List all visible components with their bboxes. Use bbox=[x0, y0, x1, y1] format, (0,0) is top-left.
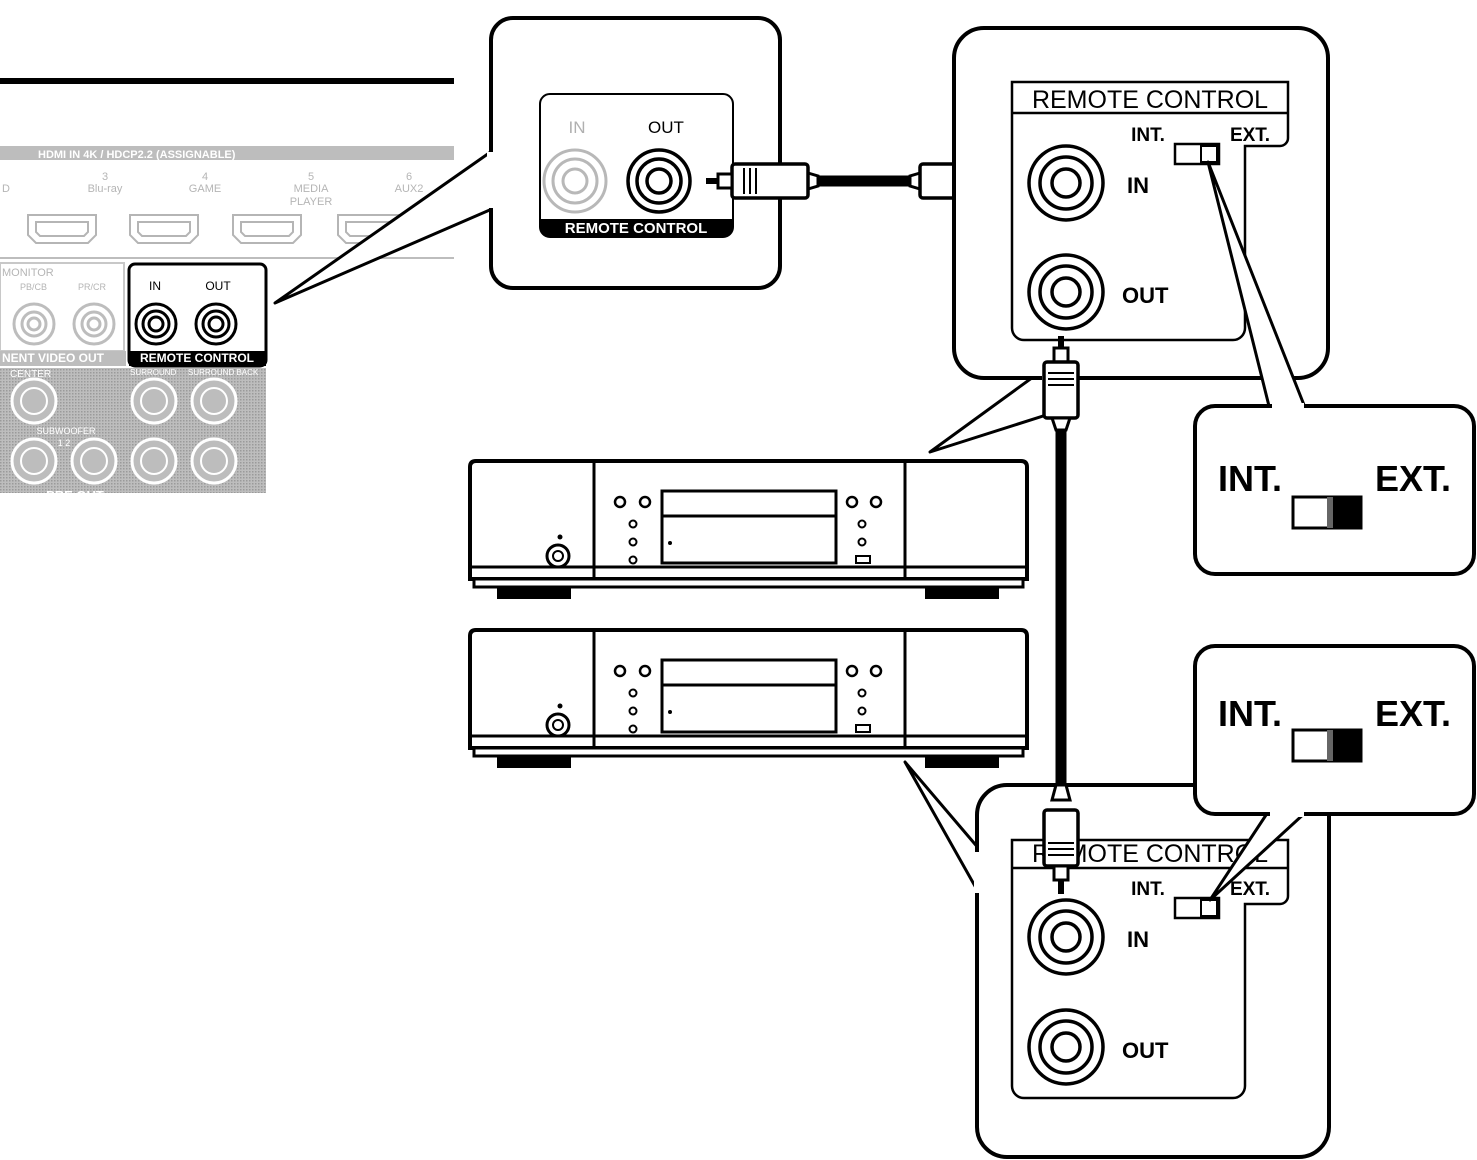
switch-top-ext-label: EXT. bbox=[1375, 458, 1451, 499]
switch-callout-bottom: INT. EXT. bbox=[1193, 644, 1476, 902]
surround-back-label: SURROUND BACK bbox=[188, 368, 259, 377]
device-top-out-label: OUT bbox=[1122, 283, 1169, 308]
component-jacks bbox=[12, 302, 116, 346]
subwoofer-label: SUBWOOFER bbox=[36, 426, 96, 436]
component-video-out-label: NENT VIDEO OUT bbox=[2, 351, 105, 365]
cable-device-to-device bbox=[1042, 336, 1080, 894]
switch-bottom-int-label: INT. bbox=[1218, 693, 1282, 734]
hdmi-input-label: D bbox=[2, 183, 10, 195]
hdmi-input-label: AUX2 bbox=[395, 183, 424, 195]
surround-label: SURROUND bbox=[130, 368, 176, 377]
device-bottom-int-label: INT. bbox=[1131, 879, 1165, 900]
hdmi-ports bbox=[27, 214, 407, 244]
hdmi-input-number: 4 bbox=[202, 171, 208, 183]
zoom-out-label: OUT bbox=[648, 118, 684, 137]
zoom-out-jack bbox=[626, 148, 692, 214]
subwoofer-number: 1 2 bbox=[58, 438, 71, 448]
hdmi-input-number: 6 bbox=[406, 171, 412, 183]
center-label: CENTER bbox=[10, 369, 51, 380]
hdmi-input-label: MEDIA bbox=[294, 183, 330, 195]
hdmi-input-number: 5 bbox=[308, 171, 314, 183]
rc-panel-label: REMOTE CONTROL bbox=[140, 351, 254, 365]
device-bottom-ext-label: EXT. bbox=[1230, 879, 1270, 900]
receiver-rear-panel: HDMI IN 4K / HDCP2.2 (ASSIGNABLE) D 3 Bl… bbox=[0, 78, 454, 503]
device-top-in-label: IN bbox=[1127, 173, 1149, 198]
zoom-in-label: IN bbox=[569, 118, 586, 137]
cd-player-top bbox=[468, 459, 1029, 599]
device-top-rc-title: REMOTE CONTROL bbox=[1032, 86, 1268, 114]
cd-player-bottom bbox=[468, 628, 1029, 768]
pre-out-label: PRE OUT bbox=[46, 488, 104, 503]
zoom-in-jack bbox=[542, 148, 608, 214]
device-top-ext-label: EXT. bbox=[1230, 125, 1270, 146]
rc-in-label: IN bbox=[149, 279, 161, 293]
hdmi-input-label: GAME bbox=[189, 183, 221, 195]
hdmi-input-label: Blu-ray bbox=[88, 183, 123, 195]
pr-label: PR/CR bbox=[78, 282, 107, 292]
switch-bottom-ext-label: EXT. bbox=[1375, 693, 1451, 734]
hdmi-input-number: 3 bbox=[102, 171, 108, 183]
hdmi-header: HDMI IN 4K / HDCP2.2 (ASSIGNABLE) bbox=[38, 149, 236, 161]
monitor-label: MONITOR bbox=[2, 267, 54, 279]
device-bottom-out-label: OUT bbox=[1122, 1038, 1169, 1063]
hdmi-input-label-line2: PLAYER bbox=[290, 196, 333, 208]
device-bottom-in-label: IN bbox=[1127, 927, 1149, 952]
zoom-rc-label: REMOTE CONTROL bbox=[565, 220, 708, 237]
switch-callout-top: INT. EXT. bbox=[1193, 160, 1476, 576]
pb-label: PB/CB bbox=[20, 282, 47, 292]
rc-out-label: OUT bbox=[205, 279, 231, 293]
device-top-int-label: INT. bbox=[1131, 125, 1165, 146]
switch-top-int-label: INT. bbox=[1218, 458, 1282, 499]
zoom-callout-receiver: IN OUT REMOTE CONTROL bbox=[273, 16, 782, 305]
